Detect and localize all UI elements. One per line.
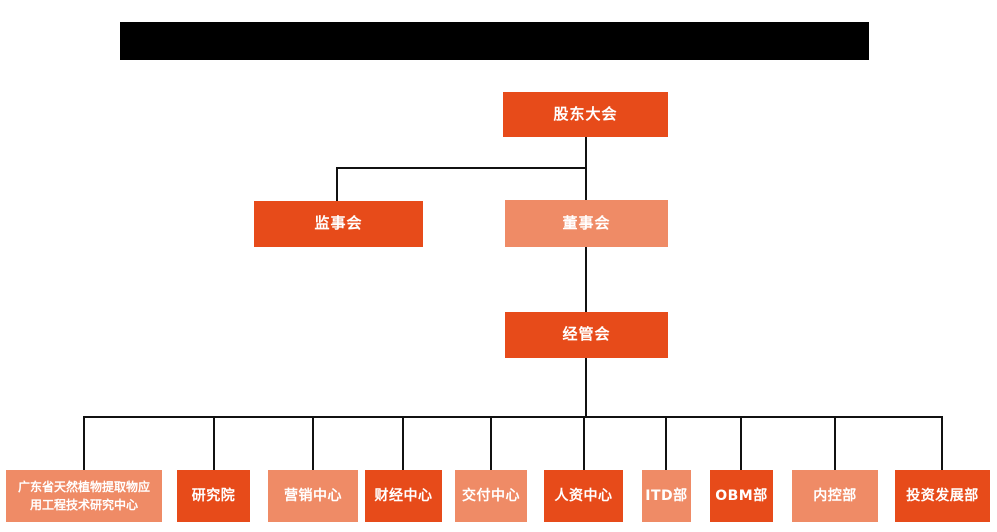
dept-research-institute: 研究院 xyxy=(177,470,250,522)
dept-delivery-center: 交付中心 xyxy=(455,470,527,522)
connector-drop-dept-10 xyxy=(941,416,943,470)
connector-drop-dept-2 xyxy=(213,416,215,470)
connector-drop-supervisory xyxy=(336,167,338,201)
connector-branch-horizontal xyxy=(336,167,587,169)
dept-obm: OBM部 xyxy=(710,470,773,522)
dept-itd: ITD部 xyxy=(642,470,691,522)
connector-drop-dept-6 xyxy=(583,416,585,470)
connector-drop-dept-7 xyxy=(665,416,667,470)
connector-drop-dept-3 xyxy=(312,416,314,470)
connector-management-to-bus xyxy=(585,358,587,418)
connector-drop-dept-8 xyxy=(740,416,742,470)
dept-guangdong-plant-extract-research-center: 广东省天然植物提取物应用工程技术研究中心 xyxy=(6,470,162,522)
dept-finance-center: 财经中心 xyxy=(365,470,442,522)
connector-board-to-management xyxy=(585,247,587,312)
node-supervisory-board: 监事会 xyxy=(254,201,423,247)
title-redaction-bar xyxy=(120,22,869,60)
dept-investment-development: 投资发展部 xyxy=(895,470,990,522)
node-management-committee: 经管会 xyxy=(505,312,668,358)
connector-departments-bus xyxy=(84,416,943,418)
connector-drop-dept-1 xyxy=(83,416,85,470)
dept-hr-center: 人资中心 xyxy=(544,470,623,522)
connector-shareholders-to-board xyxy=(585,137,587,201)
dept-marketing-center: 营销中心 xyxy=(268,470,358,522)
dept-internal-control: 内控部 xyxy=(792,470,878,522)
connector-drop-dept-5 xyxy=(490,416,492,470)
node-board-of-directors: 董事会 xyxy=(505,200,668,247)
node-shareholders-meeting: 股东大会 xyxy=(503,92,668,137)
connector-drop-dept-9 xyxy=(834,416,836,470)
connector-drop-dept-4 xyxy=(402,416,404,470)
